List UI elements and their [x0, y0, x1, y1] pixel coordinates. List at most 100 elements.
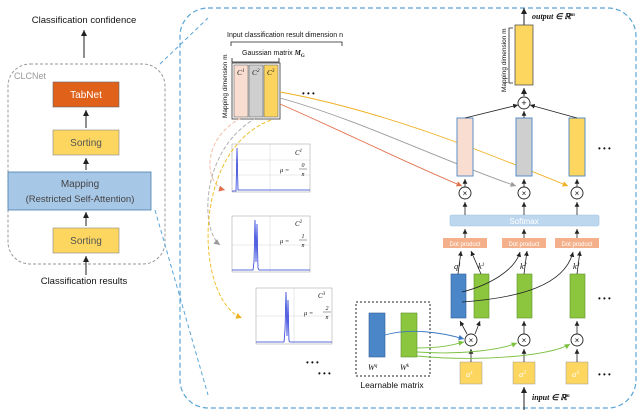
- dot-product-1-label: Dot product: [449, 242, 480, 248]
- gaussian-plot-1: C1 μ = 0 n: [231, 143, 311, 193]
- matrix-mapping-dim-label: Mapping dimension m: [222, 54, 229, 118]
- k1-vector: [473, 273, 490, 319]
- wk-label: Wk: [400, 363, 410, 372]
- q1-to-dot3: [461, 251, 575, 303]
- output-dim-bracket: [508, 27, 513, 84]
- clcnet-group-border: [7, 63, 166, 265]
- plot-1-frame: [231, 143, 311, 193]
- matrix-col-c1-label: C1: [237, 68, 245, 77]
- proj-mult-symbol-1: ×: [469, 336, 474, 345]
- matrix-col-c3-label: C3: [267, 68, 275, 77]
- plot-2-mu-num: 1: [302, 234, 305, 240]
- classification-confidence-label: Classification confidence: [32, 15, 137, 26]
- c1-to-plot-arrow: [209, 117, 242, 192]
- plot-2-mu-den: n: [302, 243, 305, 249]
- tabnet-box: [52, 81, 120, 108]
- a3-label: a3: [572, 369, 579, 379]
- c1-to-mult-arrow: [279, 103, 463, 187]
- qk-ellipsis: • • •: [598, 294, 611, 303]
- gaussian-matrix-group: Input classification result dimension n …: [222, 32, 343, 120]
- tabnet-label: TabNet: [70, 90, 102, 101]
- plot-3-mu-den: n: [326, 315, 329, 321]
- weighted-ellipsis: • • •: [598, 144, 611, 153]
- wq-label: Wq: [368, 363, 378, 372]
- dot-product-3-label: Dot product: [561, 242, 592, 248]
- wv3-to-sum: [529, 103, 578, 119]
- plot-3-mu-num: 2: [326, 306, 329, 312]
- k1-label: k1: [478, 261, 485, 271]
- dot-product-2: [502, 238, 546, 248]
- sorting-bottom-box: [52, 227, 120, 254]
- k3-vector: [569, 273, 586, 319]
- mult-symbol-2: ×: [522, 189, 527, 198]
- plot-1-mu: μ =: [280, 167, 289, 174]
- a-ellipsis: • • •: [598, 370, 611, 379]
- mapping-label: Mapping: [61, 179, 99, 190]
- plot-2-curve: [232, 219, 310, 271]
- learnable-matrix-label: Learnable matrix: [360, 380, 424, 390]
- gaussian-plot-3: C3 μ = 2 n: [255, 287, 333, 345]
- k2-vector: [516, 273, 533, 319]
- gaussian-plot-2: C2 μ = 1 n: [231, 215, 311, 273]
- q1-to-dot2: [461, 251, 522, 293]
- mult-symbol-3: ×: [575, 189, 580, 198]
- wk-to-proj1: [416, 340, 465, 349]
- plots-ellipsis: • • •: [306, 358, 319, 367]
- matrix-col-c3: [263, 64, 279, 118]
- mult-symbol-1: ×: [463, 189, 468, 198]
- zoom-line-top: [159, 17, 209, 65]
- plot-1-mu-den: n: [302, 172, 305, 178]
- matrix-ellipsis: • • •: [302, 89, 315, 98]
- sorting-top-label: Sorting: [70, 138, 102, 149]
- matrix-col-c2-label: C2: [252, 68, 260, 77]
- dot-product-1: [443, 238, 487, 248]
- softmax-bar: [449, 214, 600, 227]
- weighted-vector-1: [456, 117, 474, 177]
- wk-to-proj3: [416, 343, 571, 359]
- input-dimension-bracket: [230, 41, 343, 46]
- wq-matrix: [368, 312, 386, 358]
- plot-1-label: C1: [295, 149, 302, 157]
- proj-mult-symbol-3: ×: [575, 336, 580, 345]
- wk-to-proj2: [416, 342, 518, 354]
- weighted-vector-2: [515, 117, 533, 177]
- dot-product-3: [555, 238, 599, 248]
- clcnet-label: CLCNet: [14, 71, 47, 81]
- c3-to-plot-arrow: [207, 119, 272, 319]
- softmax-label: Softmax: [509, 217, 538, 226]
- classification-results-label: Classification results: [41, 276, 128, 287]
- plot-1-curve: [232, 147, 310, 192]
- wq-to-proj: [384, 330, 465, 341]
- plot-2-mu: μ =: [280, 238, 289, 245]
- a1-label: a1: [466, 369, 473, 379]
- wk-matrix: [400, 312, 418, 358]
- learnable-ellipsis: • • •: [318, 369, 331, 378]
- plot-3-label: C3: [318, 292, 326, 300]
- matrix-bracket: [231, 58, 280, 63]
- output-vector: [514, 24, 534, 86]
- dot-product-2-label: Dot product: [508, 242, 539, 248]
- mapping-sublabel: (Restricted Self-Attention): [26, 194, 135, 205]
- input-dimension-label: Input classification result dimension n: [227, 32, 343, 39]
- matrix-col-c2: [248, 64, 264, 118]
- c3-to-mult-arrow: [279, 91, 569, 187]
- wv1-to-sum: [464, 103, 519, 119]
- q1-vector: [450, 273, 467, 319]
- zoom-line-bottom: [154, 209, 209, 396]
- q1-label: q1: [454, 261, 461, 271]
- sorting-bottom-label: Sorting: [70, 236, 102, 247]
- mapping-box: [7, 171, 152, 211]
- input-label: input ∈ ℝn: [532, 393, 570, 402]
- learnable-matrix-box: [355, 301, 431, 377]
- weighted-vector-3: [568, 117, 586, 177]
- c2-to-plot-arrow: [207, 117, 257, 246]
- detail-panel-border: [179, 7, 637, 409]
- output-label: output ∈ ℝm: [532, 12, 576, 21]
- sorting-top-box: [52, 129, 120, 156]
- plot-3-curve: [256, 291, 332, 343]
- plot-2-label: C2: [295, 220, 303, 228]
- sum-symbol: +: [521, 98, 526, 108]
- sum-node: [517, 96, 531, 110]
